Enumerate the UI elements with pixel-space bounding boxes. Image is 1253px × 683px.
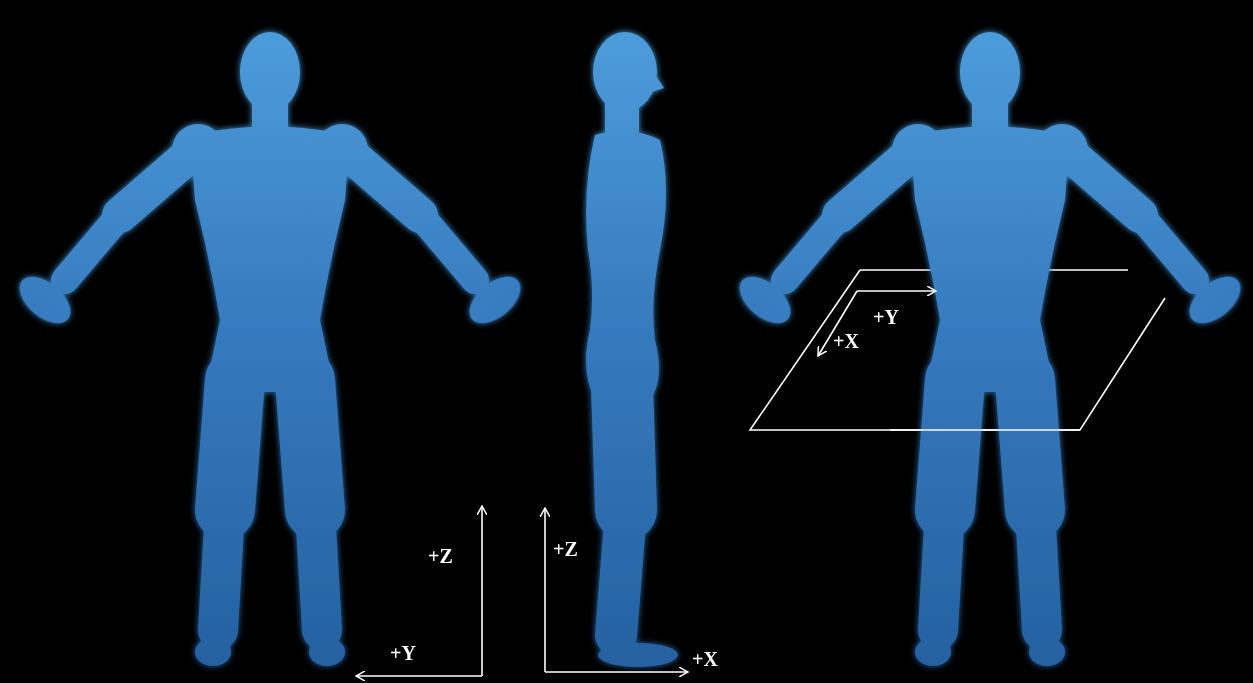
axis-label: +X bbox=[833, 330, 859, 352]
axis-label: +Z bbox=[553, 538, 578, 560]
side-figure bbox=[586, 32, 678, 667]
axis-label: +Z bbox=[428, 545, 453, 567]
back-figure bbox=[11, 32, 529, 666]
front-figure bbox=[731, 32, 1249, 666]
axis-label: +Y bbox=[390, 642, 416, 664]
plane-edge bbox=[890, 429, 1080, 431]
axis-arrows bbox=[356, 291, 936, 676]
axis-label: +Y bbox=[873, 306, 899, 328]
axis-label: +X bbox=[692, 648, 718, 670]
